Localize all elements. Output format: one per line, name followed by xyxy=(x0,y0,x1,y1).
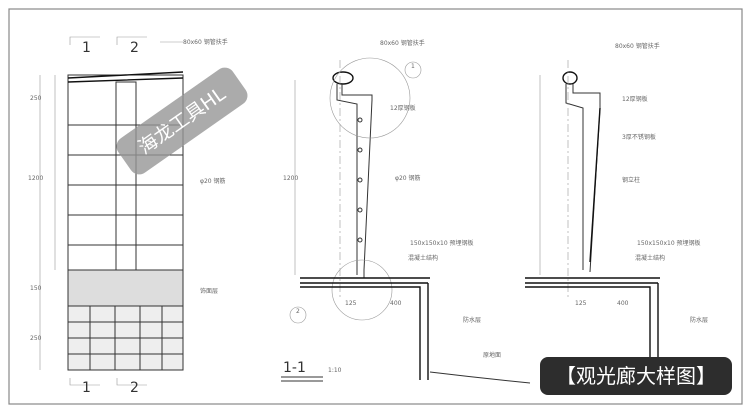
label-rebar: φ20 钢筋 xyxy=(200,177,226,185)
label-concrete: 混凝土结构 xyxy=(635,254,665,262)
dim-text: 250 xyxy=(30,95,42,102)
dim-text: 150 xyxy=(30,285,42,292)
section-scale: 1:10 xyxy=(328,367,342,374)
dim-text: 1200 xyxy=(283,175,298,182)
label-handrail: 80x60 钢管扶手 xyxy=(380,39,425,47)
label-steel-plate: 12厚钢板 xyxy=(390,104,416,112)
detail-mark-1: 1 xyxy=(411,63,415,70)
label-post: 钢立柱 xyxy=(622,176,640,184)
drawing-frame xyxy=(8,8,743,405)
dim-text: 125 xyxy=(345,300,357,307)
label-waterproof: 防水层 xyxy=(690,316,708,324)
section-mark-2: 2 xyxy=(130,40,139,56)
label-steel-plate: 12厚钢板 xyxy=(622,95,648,103)
label-embed-plate: 150x150x10 预埋钢板 xyxy=(410,239,474,247)
label-ground: 原地面 xyxy=(483,351,501,359)
elevation-view: 1 2 80x60 钢管扶手 φ20 钢筋 饰面层 250 1200 150 2… xyxy=(28,36,228,396)
section-title: 1-1 xyxy=(283,360,306,376)
label-concrete: 混凝土结构 xyxy=(408,254,438,262)
label-embed-plate: 150x150x10 预埋钢板 xyxy=(637,239,701,247)
section-1-1: 80x60 钢管扶手 12厚钢板 φ20 钢筋 150x150x10 预埋钢板 … xyxy=(281,39,531,384)
dim-text: 125 xyxy=(575,300,587,307)
label-handrail: 80x60 钢管扶手 xyxy=(615,42,660,50)
label-finish: 饰面层 xyxy=(200,287,218,295)
label-rebar: φ20 钢筋 xyxy=(395,174,421,182)
dim-text: 400 xyxy=(617,300,629,307)
section-mark-2-bottom: 2 xyxy=(130,380,139,396)
label-stainless: 3厚不锈钢板 xyxy=(622,133,656,141)
section-mark-1: 1 xyxy=(82,40,91,56)
label-waterproof: 防水层 xyxy=(463,316,481,324)
section-mark-1-bottom: 1 xyxy=(82,380,91,396)
dim-text: 1200 xyxy=(28,175,43,182)
title-badge: 【观光廊大样图】 xyxy=(540,357,732,395)
dim-text: 250 xyxy=(30,335,42,342)
detail-mark-2: 2 xyxy=(296,308,300,315)
section-detail-b: 80x60 钢管扶手 12厚钢板 3厚不锈钢板 钢立柱 150x150x10 预… xyxy=(525,42,708,380)
dim-text: 400 xyxy=(390,300,402,307)
label-handrail: 80x60 钢管扶手 xyxy=(183,38,228,46)
